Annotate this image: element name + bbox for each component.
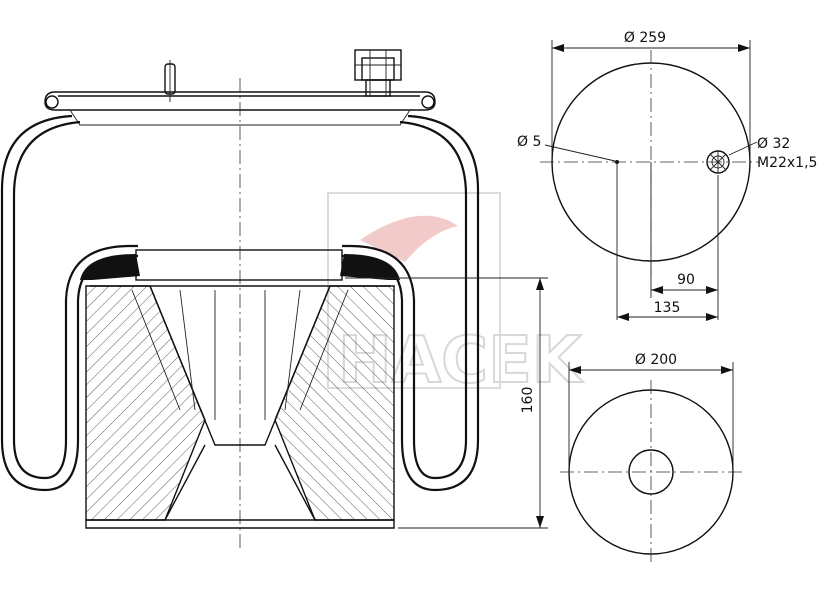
piston-inner-cone (90, 285, 390, 521)
hole-label: Ø 5 (517, 134, 541, 150)
bottom-view: Ø 200 (560, 352, 742, 565)
top-plate-lower (69, 109, 411, 126)
port-symbol (706, 150, 730, 174)
offset-135-label: 135 (654, 300, 681, 316)
thread-label: M22x1,5 (757, 155, 817, 171)
bottom-diameter-label: Ø 200 (635, 352, 677, 368)
stud-hole (615, 160, 619, 164)
piston-top-ring (135, 249, 343, 281)
piston-base (85, 519, 395, 529)
left-clamp-bead (80, 254, 140, 280)
top-view: Ø 259 Ø 5 Ø 32 M22x1,5 90 135 (517, 30, 817, 321)
side-view (0, 49, 480, 548)
piston-ribs (131, 289, 349, 420)
piston-body-left (85, 285, 206, 521)
piston-body-right (274, 285, 395, 521)
right-bead-ring (421, 95, 435, 109)
left-bead-ring (45, 95, 59, 109)
top-diameter-label: Ø 259 (624, 30, 666, 46)
port-diameter-label: Ø 32 (757, 136, 790, 152)
air-fitting (354, 49, 402, 97)
watermark-swoosh (360, 215, 458, 262)
height-dimension: 160 (345, 277, 548, 529)
offset-90-label: 90 (677, 272, 695, 288)
right-clamp-bead (340, 254, 400, 280)
bellows-inner (12, 120, 138, 480)
bellows-inner-right (342, 120, 468, 480)
mounting-stud (164, 60, 176, 102)
top-bead-plate (44, 91, 436, 111)
height-label: 160 (520, 387, 536, 414)
